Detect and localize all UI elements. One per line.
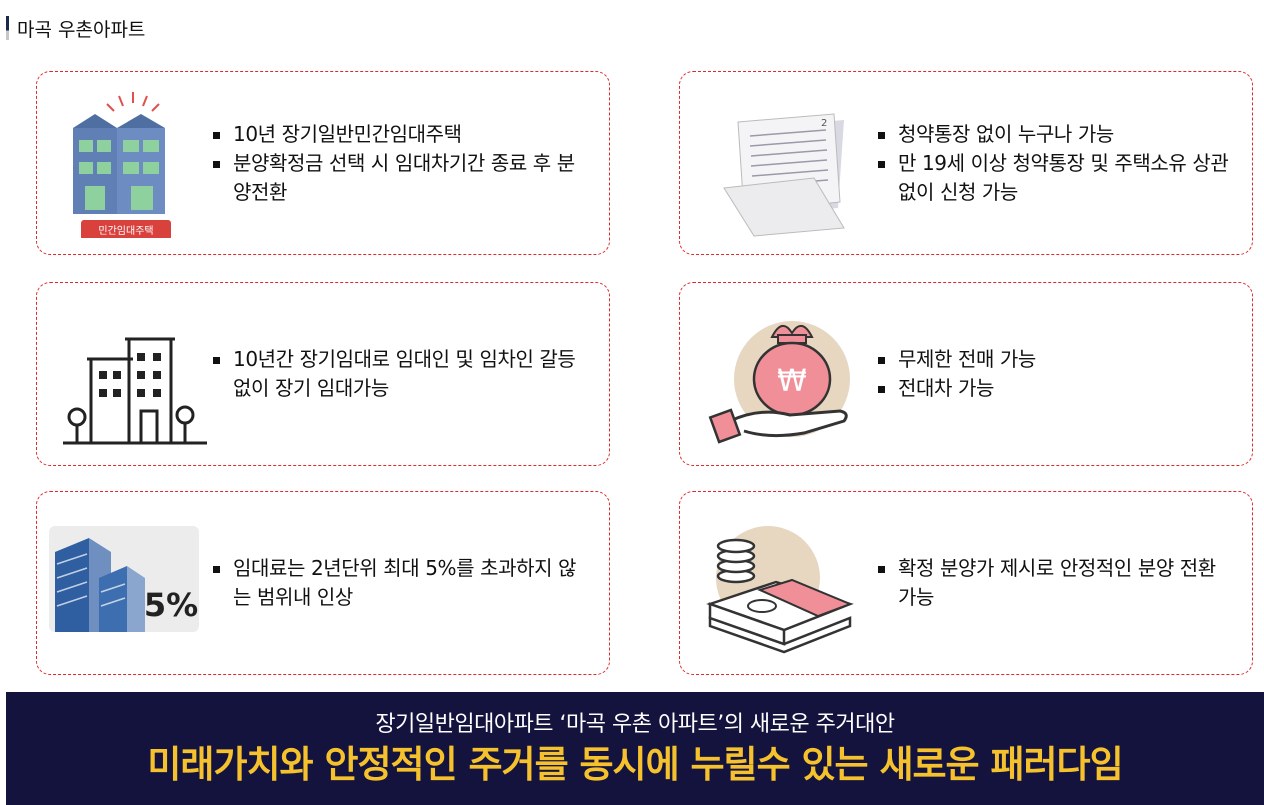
banner-title: 미래가치와 안정적인 주거를 동시에 누릴수 있는 새로운 패러다임	[147, 743, 1123, 786]
bullet-item: 임대료는 2년단위 최대 5%를 초과하지 않는 범위내 인상	[211, 554, 591, 612]
apartment-outline-icon	[57, 299, 217, 449]
bullet-list: 무제한 전매 가능 전대차 가능	[876, 283, 1234, 465]
feature-card-fixed-price: 확정 분양가 제시로 안정적인 분양 전환 가능	[679, 491, 1253, 675]
bullet-list: 10년 장기일반민간임대주택 분양확정금 선택 시 임대차기간 종료 후 분양전…	[211, 72, 591, 254]
rental-housing-building-icon: 민간임대주택	[57, 88, 217, 240]
badge-text: 민간임대주택	[98, 224, 153, 237]
feature-card-eligibility: 2 청약통장 없이 누구나 가능 만 19세 이상 청약통장 및 주택소유 상관…	[679, 71, 1253, 255]
bullet-item: 무제한 전매 가능	[876, 345, 1234, 374]
bullet-item: 분양확정금 선택 시 임대차기간 종료 후 분양전환	[211, 149, 591, 207]
bottom-banner: 장기일반임대아파트 ‘마곡 우촌 아파트’의 새로운 주거대안 미래가치와 안정…	[6, 692, 1264, 805]
won-symbol: ₩	[777, 364, 807, 399]
feature-card-rental-type: 민간임대주택 10년 장기일반민간임대주택 분양확정금 선택 시 임대차기간 종…	[36, 71, 610, 255]
feature-card-resale: ₩ 무제한 전매 가능 전대차 가능	[679, 282, 1253, 466]
bullet-list: 임대료는 2년단위 최대 5%를 초과하지 않는 범위내 인상	[211, 492, 591, 674]
percent-badge: 5%	[144, 586, 198, 624]
bullet-item: 만 19세 이상 청약통장 및 주택소유 상관없이 신청 가능	[876, 149, 1234, 207]
money-bag-hand-icon: ₩	[700, 299, 870, 449]
header-marker	[6, 16, 9, 40]
bullet-item: 청약통장 없이 누구나 가능	[876, 120, 1234, 149]
bullet-item: 확정 분양가 제시로 안정적인 분양 전환 가능	[876, 554, 1234, 612]
cash-stack-icon	[700, 508, 870, 658]
feature-card-rent-cap: 5% 임대료는 2년단위 최대 5%를 초과하지 않는 범위내 인상	[36, 491, 610, 675]
page-header: 마곡 우촌아파트	[6, 14, 145, 42]
bullet-item: 10년간 장기임대로 임대인 및 임차인 갈등 없이 장기 임대가능	[211, 345, 591, 403]
feature-card-long-term: 10년간 장기임대로 임대인 및 임차인 갈등 없이 장기 임대가능	[36, 282, 610, 466]
bullet-item: 10년 장기일반민간임대주택	[211, 120, 591, 149]
bankbook-icon: 2	[694, 88, 864, 238]
page-title: 마곡 우촌아파트	[17, 18, 146, 41]
banner-subtitle: 장기일반임대아파트 ‘마곡 우촌 아파트’의 새로운 주거대안	[375, 712, 895, 737]
buildings-percent-icon: 5%	[49, 508, 199, 658]
svg-text:2: 2	[821, 118, 827, 129]
bullet-list: 10년간 장기임대로 임대인 및 임차인 갈등 없이 장기 임대가능	[211, 283, 591, 465]
bullet-list: 청약통장 없이 누구나 가능 만 19세 이상 청약통장 및 주택소유 상관없이…	[876, 72, 1234, 254]
bullet-list: 확정 분양가 제시로 안정적인 분양 전환 가능	[876, 492, 1234, 674]
bullet-item: 전대차 가능	[876, 374, 1234, 403]
